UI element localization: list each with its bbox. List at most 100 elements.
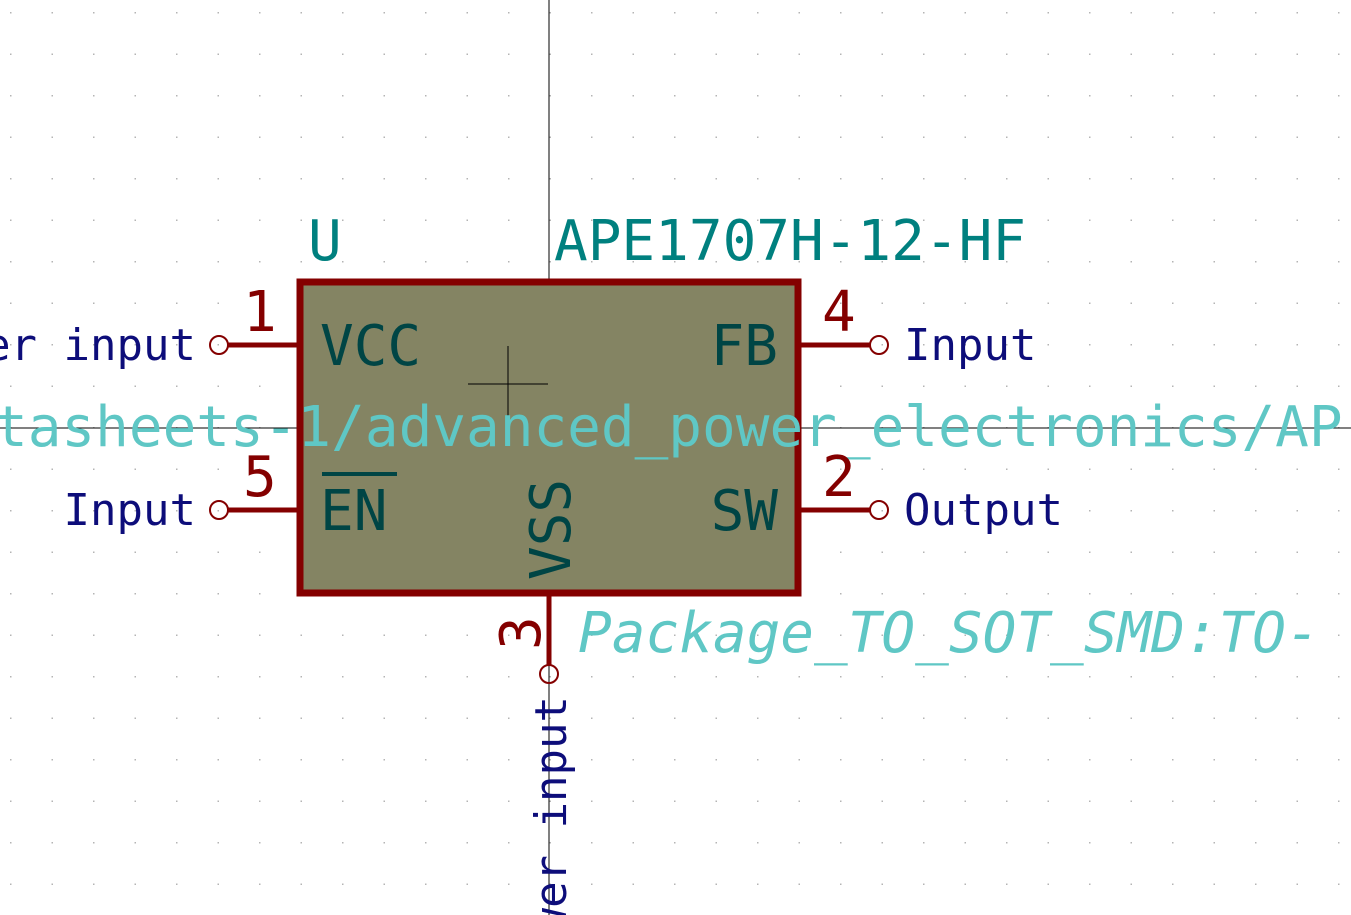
pin-2-end[interactable]	[869, 500, 889, 520]
grid-dot	[259, 261, 261, 263]
grid-dot	[881, 593, 883, 595]
grid-dot	[93, 95, 95, 97]
grid-dot	[1213, 676, 1215, 678]
grid-dot	[10, 219, 12, 221]
grid-dot	[1130, 468, 1132, 470]
grid-dot	[1089, 136, 1091, 138]
grid-dot	[176, 634, 178, 636]
grid-dot	[1338, 344, 1340, 346]
grid-dot	[1047, 759, 1049, 761]
grid-dot	[134, 717, 136, 719]
grid-dot	[1130, 593, 1132, 595]
grid-dot	[632, 676, 634, 678]
grid-dot	[1006, 593, 1008, 595]
grid-dot	[881, 95, 883, 97]
grid-dot	[383, 883, 385, 885]
grid-dot	[757, 717, 759, 719]
grid-dot	[259, 717, 261, 719]
grid-dot	[1047, 178, 1049, 180]
grid-dot	[383, 219, 385, 221]
pin-3-end[interactable]	[539, 664, 559, 684]
grid-dot	[1006, 12, 1008, 14]
grid-dot	[964, 634, 966, 636]
grid-dot	[508, 717, 510, 719]
grid-dot	[1338, 759, 1340, 761]
grid-dot	[1172, 468, 1174, 470]
reference-designator[interactable]: U	[308, 209, 342, 274]
component-value[interactable]: APE1707H-12-HF	[554, 209, 1026, 274]
grid-dot	[1172, 136, 1174, 138]
pin-2-number: 2	[822, 445, 856, 510]
pin-5-end[interactable]	[209, 500, 229, 520]
grid-dot	[1296, 676, 1298, 678]
grid-dot	[1047, 883, 1049, 885]
pin-2-name: SW	[711, 479, 779, 544]
grid-dot	[840, 95, 842, 97]
grid-dot	[549, 219, 551, 221]
grid-dot	[964, 759, 966, 761]
grid-dot	[1130, 344, 1132, 346]
datasheet-field[interactable]: tasheets-1/advanced_power_electronics/AP	[0, 395, 1343, 460]
grid-dot	[93, 468, 95, 470]
grid-dot	[1255, 219, 1257, 221]
grid-dot	[10, 883, 12, 885]
grid-dot	[425, 95, 427, 97]
grid-dot	[715, 800, 717, 802]
grid-dot	[1006, 261, 1008, 263]
grid-dot	[508, 676, 510, 678]
grid-dot	[549, 676, 551, 678]
grid-dot	[1338, 717, 1340, 719]
grid-dot	[425, 717, 427, 719]
pin-1-number: 1	[243, 280, 277, 345]
grid-dot	[1255, 95, 1257, 97]
grid-dot	[1213, 12, 1215, 14]
grid-dot	[466, 261, 468, 263]
pin-4-end[interactable]	[869, 335, 889, 355]
grid-dot	[1172, 261, 1174, 263]
grid-dot	[425, 53, 427, 55]
grid-dot	[1213, 344, 1215, 346]
grid-dot	[798, 676, 800, 678]
grid-dot	[342, 261, 344, 263]
grid-dot	[1047, 593, 1049, 595]
grid-dot	[757, 842, 759, 844]
component-body[interactable]	[296, 278, 802, 597]
grid-dot	[840, 53, 842, 55]
grid-dot	[342, 53, 344, 55]
grid-dot	[798, 53, 800, 55]
grid-dot	[923, 12, 925, 14]
grid-dot	[466, 759, 468, 761]
grid-dot	[466, 717, 468, 719]
grid-dot	[757, 178, 759, 180]
grid-dot	[1006, 883, 1008, 885]
grid-dot	[549, 95, 551, 97]
grid-dot	[1255, 385, 1257, 387]
grid-dot	[1006, 717, 1008, 719]
footprint-field[interactable]: Package_TO_SOT_SMD:TO-	[578, 601, 1320, 666]
grid-dot	[923, 302, 925, 304]
grid-dot	[134, 842, 136, 844]
grid-dot	[383, 842, 385, 844]
grid-dot	[923, 178, 925, 180]
grid-dot	[10, 800, 12, 802]
pin-3-name: VSS	[519, 479, 584, 580]
grid-dot	[1296, 634, 1298, 636]
grid-dot	[176, 883, 178, 885]
grid-dot	[259, 219, 261, 221]
grid-dot	[757, 759, 759, 761]
grid-dot	[425, 178, 427, 180]
grid-dot	[632, 634, 634, 636]
grid-dot	[300, 53, 302, 55]
pin-1-end[interactable]	[209, 335, 229, 355]
grid-dot	[1255, 676, 1257, 678]
grid-dot	[549, 12, 551, 14]
grid-dot	[881, 883, 883, 885]
grid-dot	[51, 12, 53, 14]
grid-dot	[964, 95, 966, 97]
grid-dot	[1089, 510, 1091, 512]
grid-dot	[1172, 510, 1174, 512]
grid-dot	[591, 842, 593, 844]
grid-dot	[217, 302, 219, 304]
grid-dot	[923, 385, 925, 387]
